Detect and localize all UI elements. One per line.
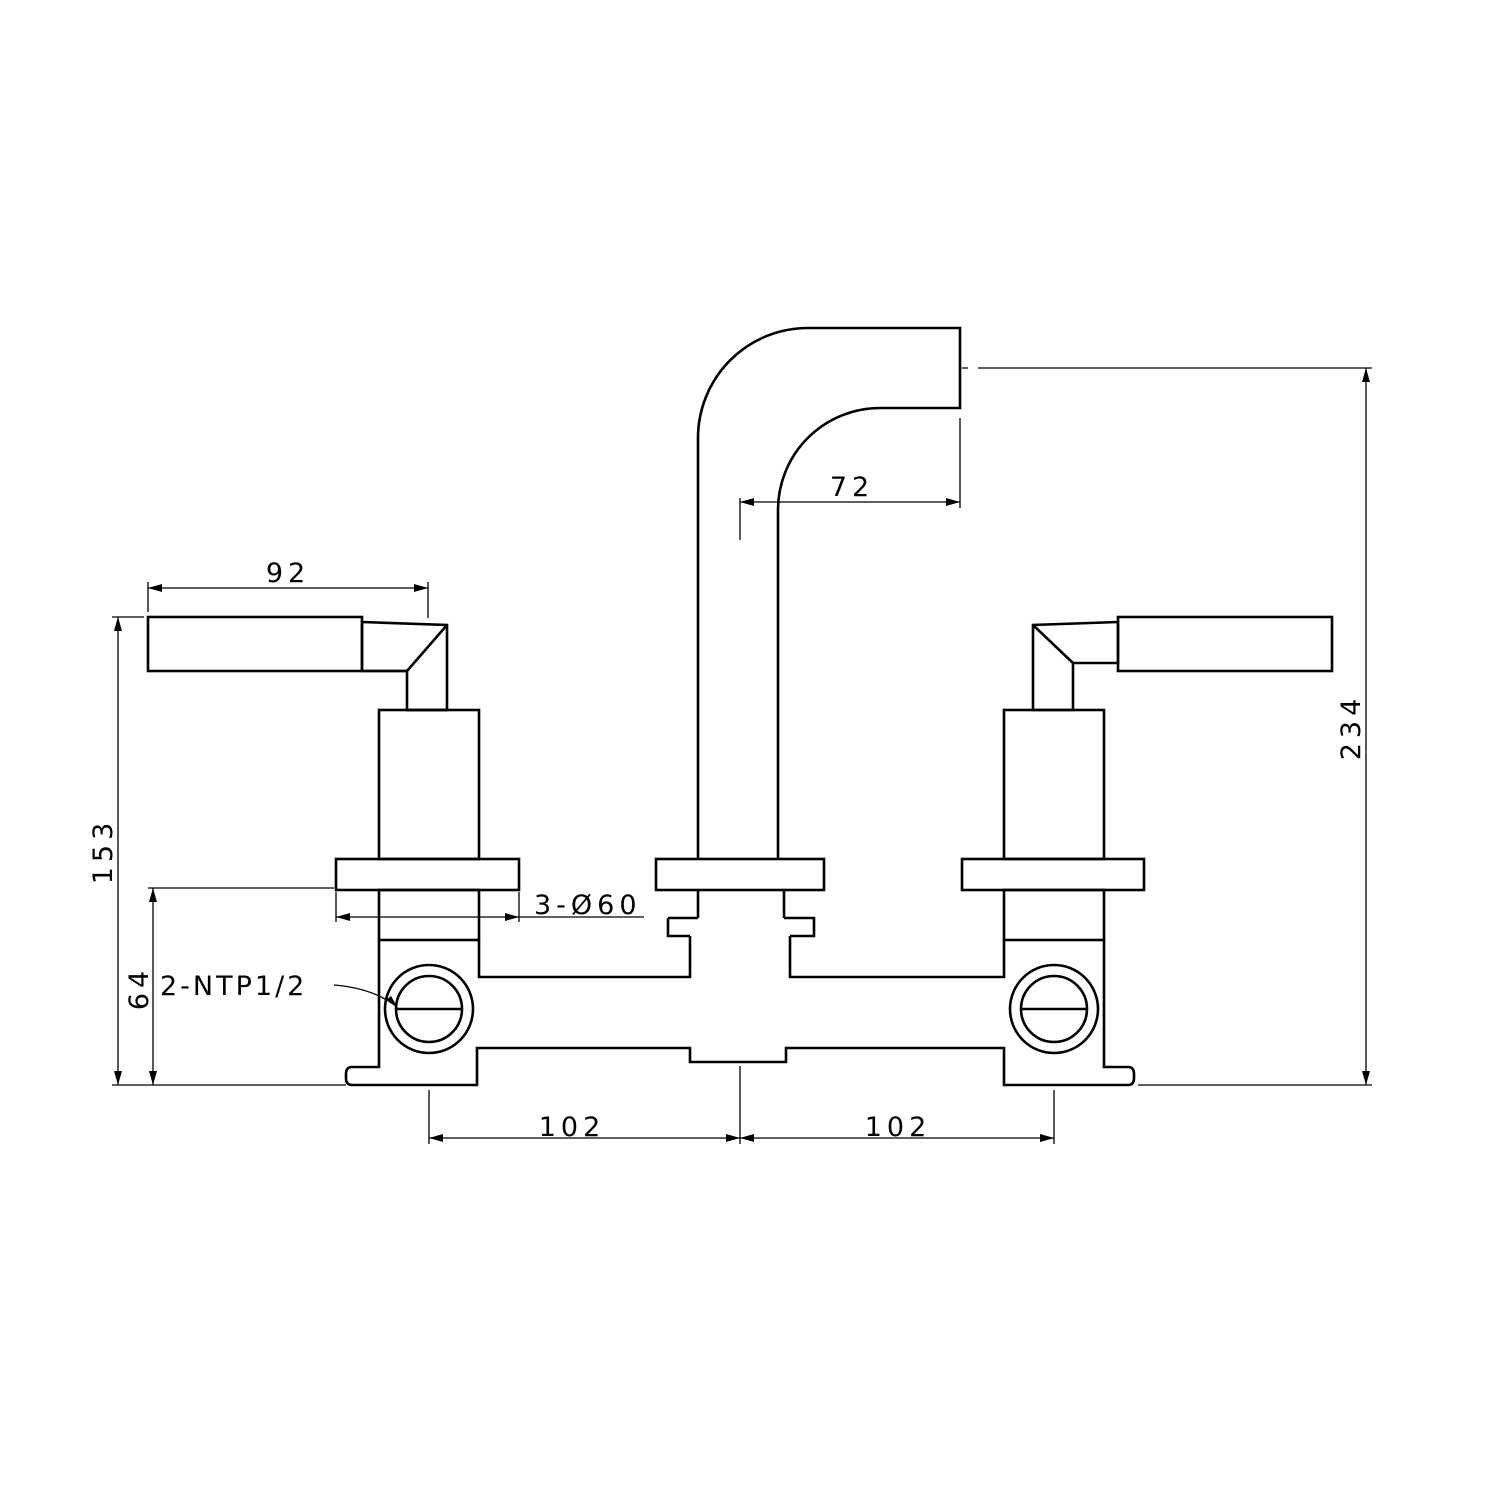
dim-label-102-left: 102 [539, 1112, 606, 1143]
left-valve [334, 708, 521, 942]
right-valve [960, 708, 1146, 942]
dim-left-spacing: 102 [428, 1066, 741, 1144]
dim-inlet-height: 64 [124, 887, 334, 1085]
right-handle [1031, 615, 1334, 712]
dim-label-102-right: 102 [865, 1112, 932, 1143]
dim-label-64: 64 [124, 966, 155, 1010]
dim-label-72: 72 [830, 472, 874, 503]
dim-handle-height: 153 [88, 616, 346, 1086]
dim-spout-reach: 72 [739, 418, 961, 540]
rough-in-body [344, 936, 1136, 1087]
left-handle [146, 615, 449, 712]
dim-label-hole-diameter: 3-Ø60 [534, 890, 642, 921]
dim-right-spacing: 102 [740, 1090, 1055, 1144]
dim-overall-height: 234 [962, 367, 1372, 1086]
dim-hole-diameter: 3-Ø60 [335, 890, 644, 922]
dim-label-153: 153 [88, 818, 119, 885]
dim-label-inlet-thread: 2-NTP1/2 [160, 971, 307, 1002]
dim-label-92: 92 [266, 558, 310, 589]
right-inlet-port [1008, 963, 1100, 1055]
spout [696, 326, 962, 858]
left-inlet-port [383, 963, 475, 1055]
dim-label-234: 234 [1336, 694, 1367, 761]
dim-handle-length: 92 [147, 558, 429, 618]
spout-base [654, 857, 826, 938]
label-inlet-thread: 2-NTP1/2 [160, 971, 398, 1008]
